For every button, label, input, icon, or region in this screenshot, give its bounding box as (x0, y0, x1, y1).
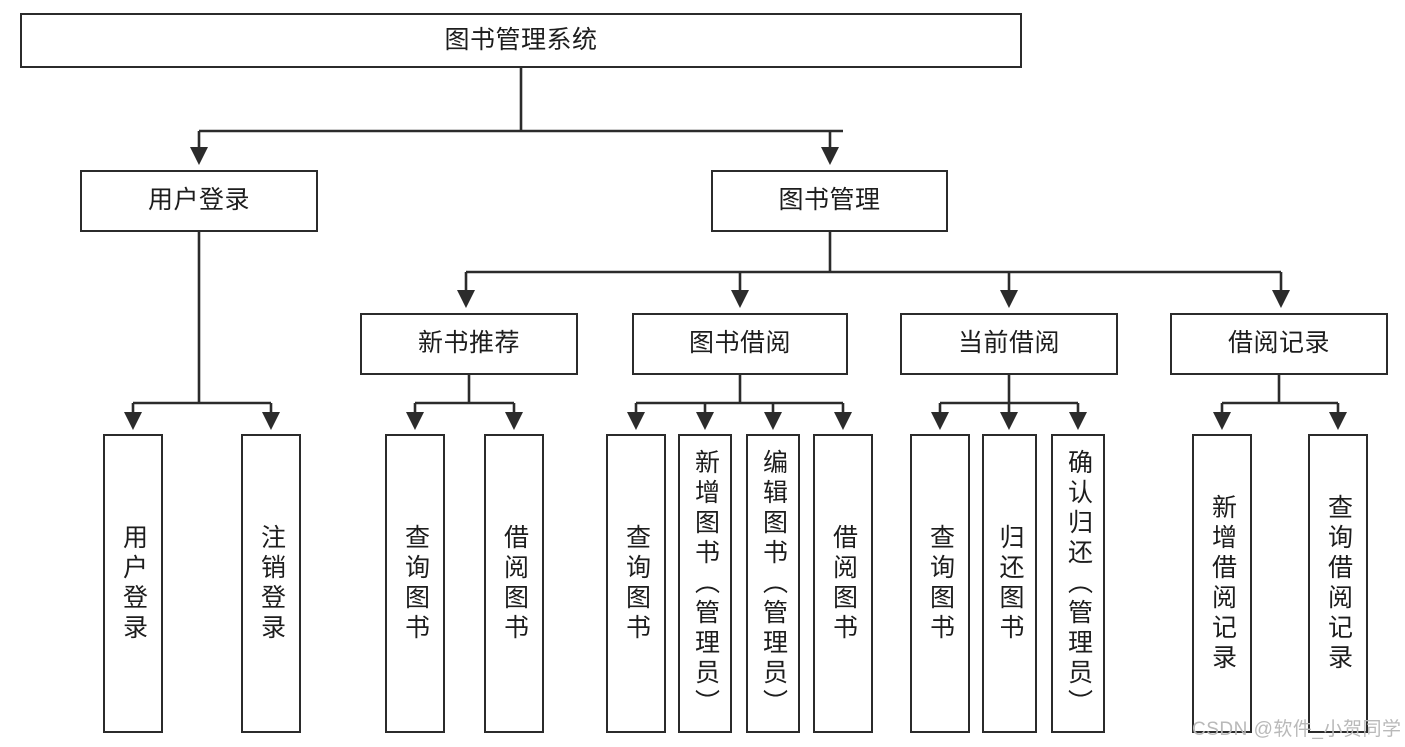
node-label: 当前借阅 (957, 329, 1060, 358)
node-label: 查询借阅记录 (1324, 493, 1353, 674)
leaf-user-login-logout[interactable]: 注销登录 (241, 434, 301, 733)
node-label: 查询图书 (401, 523, 430, 644)
node-label: 借阅记录 (1227, 329, 1330, 358)
node-user-login[interactable]: 用户登录 (80, 170, 318, 232)
node-label: 查询图书 (622, 523, 651, 644)
node-root-system[interactable]: 图书管理系统 (20, 13, 1022, 68)
leaf-new-book-borrow[interactable]: 借阅图书 (484, 434, 544, 733)
leaf-current-return-book[interactable]: 归还图书 (982, 434, 1037, 733)
node-label: 查询图书 (926, 523, 955, 644)
leaf-new-book-query[interactable]: 查询图书 (385, 434, 445, 733)
leaf-borrow-edit-book-admin[interactable]: 编辑图书（管理员） (746, 434, 800, 733)
node-borrow-record[interactable]: 借阅记录 (1170, 313, 1388, 375)
node-new-book-recommend[interactable]: 新书推荐 (360, 313, 578, 375)
node-label: 注销登录 (257, 523, 286, 644)
csdn-watermark: CSDN @软件_小贺同学 (1192, 719, 1402, 740)
leaf-borrow-borrow-book[interactable]: 借阅图书 (813, 434, 873, 733)
leaf-user-login-login[interactable]: 用户登录 (103, 434, 163, 733)
node-label: 新增借阅记录 (1208, 493, 1237, 674)
node-label: 用户登录 (119, 523, 148, 644)
leaf-borrow-query-book[interactable]: 查询图书 (606, 434, 666, 733)
node-label: 确认归还（管理员） (1064, 448, 1093, 719)
leaf-borrow-add-book-admin[interactable]: 新增图书（管理员） (678, 434, 732, 733)
leaf-record-query-record[interactable]: 查询借阅记录 (1308, 434, 1368, 733)
node-label: 用户登录 (147, 186, 250, 215)
node-label: 图书管理 (778, 186, 881, 215)
node-label: 编辑图书（管理员） (759, 448, 788, 719)
leaf-current-query-book[interactable]: 查询图书 (910, 434, 970, 733)
node-label: 图书管理系统 (444, 25, 598, 54)
node-label: 新书推荐 (417, 329, 520, 358)
node-label: 借阅图书 (500, 523, 529, 644)
node-current-borrow[interactable]: 当前借阅 (900, 313, 1118, 375)
leaf-record-add-record[interactable]: 新增借阅记录 (1192, 434, 1252, 733)
node-book-management[interactable]: 图书管理 (711, 170, 948, 232)
node-book-borrow[interactable]: 图书借阅 (632, 313, 848, 375)
node-label: 借阅图书 (829, 523, 858, 644)
node-label: 图书借阅 (688, 329, 791, 358)
node-label: 新增图书（管理员） (691, 448, 720, 719)
node-label: 归还图书 (996, 523, 1024, 644)
leaf-current-confirm-return-admin[interactable]: 确认归还（管理员） (1051, 434, 1105, 733)
